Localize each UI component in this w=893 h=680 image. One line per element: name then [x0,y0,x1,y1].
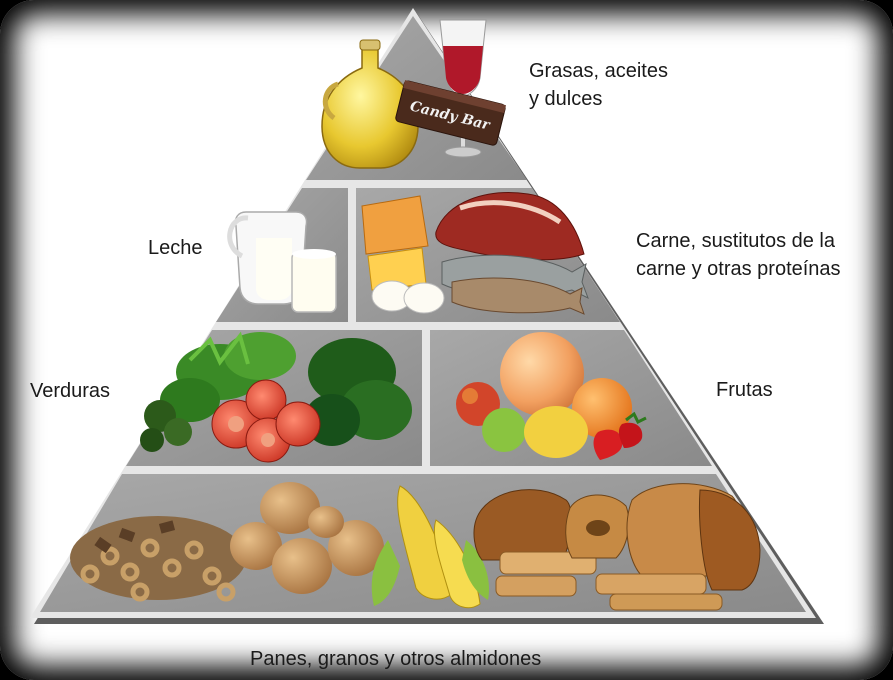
wine-glass-icon [439,19,487,158]
steak-icon [435,192,585,261]
orange-icon [572,378,632,438]
label-fats-oils-sweets: Grasas, aceites y dulces [529,60,668,110]
cheese-icon [361,195,429,291]
label-fruits: Frutas [716,379,773,401]
label-vegetables: Verduras [30,380,111,402]
strawberries-icon [593,411,647,460]
lime-icon [482,408,526,452]
milk-glass-icon [291,249,337,313]
eggs-icon [371,280,445,314]
tomato-slices-icon [211,379,321,463]
corn-icon [371,485,490,609]
broccoli-icon [140,400,192,452]
cereal-icon [70,516,246,602]
grapefruit-icon [500,332,584,416]
potatoes-icon [230,482,384,594]
label-grains-starches: Panes, granos y otros almidones [250,648,542,670]
candy-bar-icon: Candy Bar [395,80,507,146]
bread-icon [473,483,761,611]
label-milk: Leche [148,237,203,259]
label-meat-proteins: Carne, sustitutos de la carne y otras pr… [636,230,841,280]
lemon-icon [524,406,588,458]
milk-pitcher-icon [227,211,308,305]
fish-icon [441,254,589,315]
